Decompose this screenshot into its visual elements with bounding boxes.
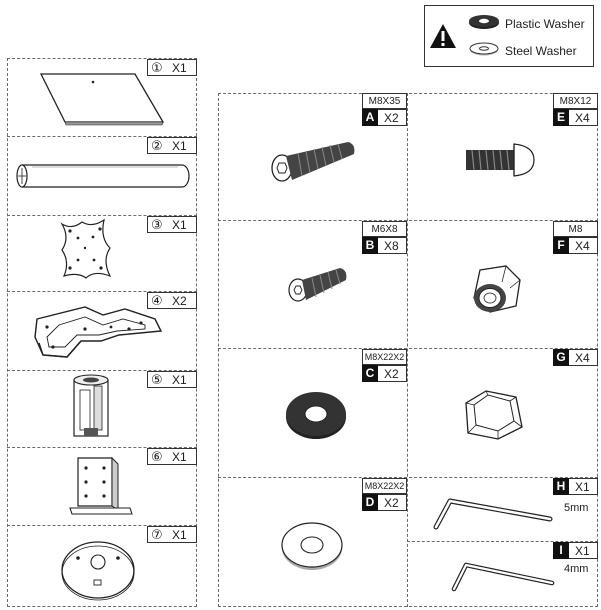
part-number: ② xyxy=(151,138,163,153)
part-3-tag: ③ X1 xyxy=(147,216,197,233)
divider xyxy=(7,447,197,448)
hardware-e-letter: E xyxy=(553,109,569,126)
divider xyxy=(407,93,408,607)
hardware-d-spec-box xyxy=(362,478,407,494)
divider xyxy=(7,215,197,216)
hardware-b-qty: X8 xyxy=(384,239,399,253)
hardware-d-letter: D xyxy=(362,494,378,511)
hardware-d-spec: M8X22X2 xyxy=(364,481,405,491)
part-number: ⑤ xyxy=(151,372,163,387)
part-qty: X1 xyxy=(172,61,187,75)
part-number: ④ xyxy=(151,293,163,308)
part-6-tag: ⑥ X1 xyxy=(147,448,197,465)
base-plate-illustration xyxy=(39,73,165,126)
divider xyxy=(218,348,598,349)
lock-nut-illustration xyxy=(473,265,521,313)
part-number: ③ xyxy=(151,217,163,232)
hardware-b-letter: B xyxy=(362,237,378,254)
warning-icon xyxy=(430,24,456,48)
hardware-g-qty: X4 xyxy=(575,351,590,365)
rubber-pad-illustration xyxy=(465,390,523,440)
steel-washer-icon xyxy=(469,42,499,56)
hardware-h-size: 5mm xyxy=(564,502,589,514)
part-qty: X2 xyxy=(172,294,187,308)
part-number: ① xyxy=(151,60,163,75)
divider xyxy=(407,541,598,542)
hardware-f-qty: X4 xyxy=(575,239,590,253)
hardware-c-spec: M8X22X2 xyxy=(364,352,405,362)
steel-washer-d-illustration xyxy=(281,522,343,570)
hardware-c-qty: X2 xyxy=(384,367,399,381)
divider xyxy=(7,525,197,526)
allen-key-5mm-illustration xyxy=(433,498,553,530)
hardware-e-spec-box xyxy=(553,93,598,109)
hardware-d-qty: X2 xyxy=(384,496,399,510)
part-4-tag: ④ X2 xyxy=(147,292,197,309)
hardware-a-qty: X2 xyxy=(384,111,399,125)
hardware-b-spec: M6X8 xyxy=(371,224,398,235)
divider xyxy=(218,477,598,478)
divider xyxy=(7,291,197,292)
part-qty: X1 xyxy=(172,218,187,232)
hardware-f-spec: M8 xyxy=(568,224,583,235)
clamp-block-illustration xyxy=(73,374,109,437)
bolt-m6x8-illustration xyxy=(288,268,347,302)
hardware-g-letter: G xyxy=(553,349,569,366)
left-parts-panel xyxy=(7,58,197,607)
part-5-tag: ⑤ X1 xyxy=(147,371,197,388)
washer-legend: Plastic Washer Steel Washer xyxy=(424,5,594,67)
bolt-m8x35-illustration xyxy=(271,142,355,182)
part-number: ⑦ xyxy=(151,527,163,542)
part-qty: X1 xyxy=(172,373,187,387)
part-qty: X1 xyxy=(172,139,187,153)
steel-washer-label: Steel Washer xyxy=(505,44,577,58)
plastic-washer-c-illustration xyxy=(286,392,346,439)
hardware-h-letter: H xyxy=(553,478,569,495)
vesa-plate-illustration xyxy=(60,218,112,279)
plastic-washer-label: Plastic Washer xyxy=(505,17,585,31)
part-qty: X1 xyxy=(172,528,187,542)
hardware-h-qty: X1 xyxy=(575,480,590,494)
hardware-i-qty: X1 xyxy=(575,544,590,558)
hardware-i-size: 4mm xyxy=(564,563,589,575)
hardware-e-spec: M8X12 xyxy=(559,96,592,107)
allen-key-4mm-illustration xyxy=(451,562,555,592)
hardware-i-letter: I xyxy=(553,542,569,559)
round-base-illustration xyxy=(61,541,135,601)
arm-bracket-illustration xyxy=(34,306,163,358)
part-1-tag: ① X1 xyxy=(147,59,197,76)
plastic-washer-icon xyxy=(469,15,499,29)
part-qty: X1 xyxy=(172,450,187,464)
hardware-a-spec-box xyxy=(362,93,407,109)
part-number: ⑥ xyxy=(151,449,163,464)
hardware-f-spec-box xyxy=(553,221,598,237)
part-2-tag: ② X1 xyxy=(147,137,197,154)
hardware-a-spec: M8X35 xyxy=(368,96,401,107)
hardware-b-spec-box xyxy=(362,221,407,237)
hardware-f-letter: F xyxy=(553,237,569,254)
divider xyxy=(218,220,598,221)
divider xyxy=(7,136,197,137)
pole-illustration xyxy=(16,164,190,188)
upright-bracket-illustration xyxy=(69,456,133,515)
hardware-a-letter: A xyxy=(362,109,378,126)
part-7-tag: ⑦ X1 xyxy=(147,526,197,543)
bolt-m8x12-illustration xyxy=(466,143,535,177)
divider xyxy=(7,370,197,371)
hardware-c-letter: C xyxy=(362,365,378,382)
hardware-e-qty: X4 xyxy=(575,111,590,125)
hardware-c-spec-box xyxy=(362,349,407,365)
